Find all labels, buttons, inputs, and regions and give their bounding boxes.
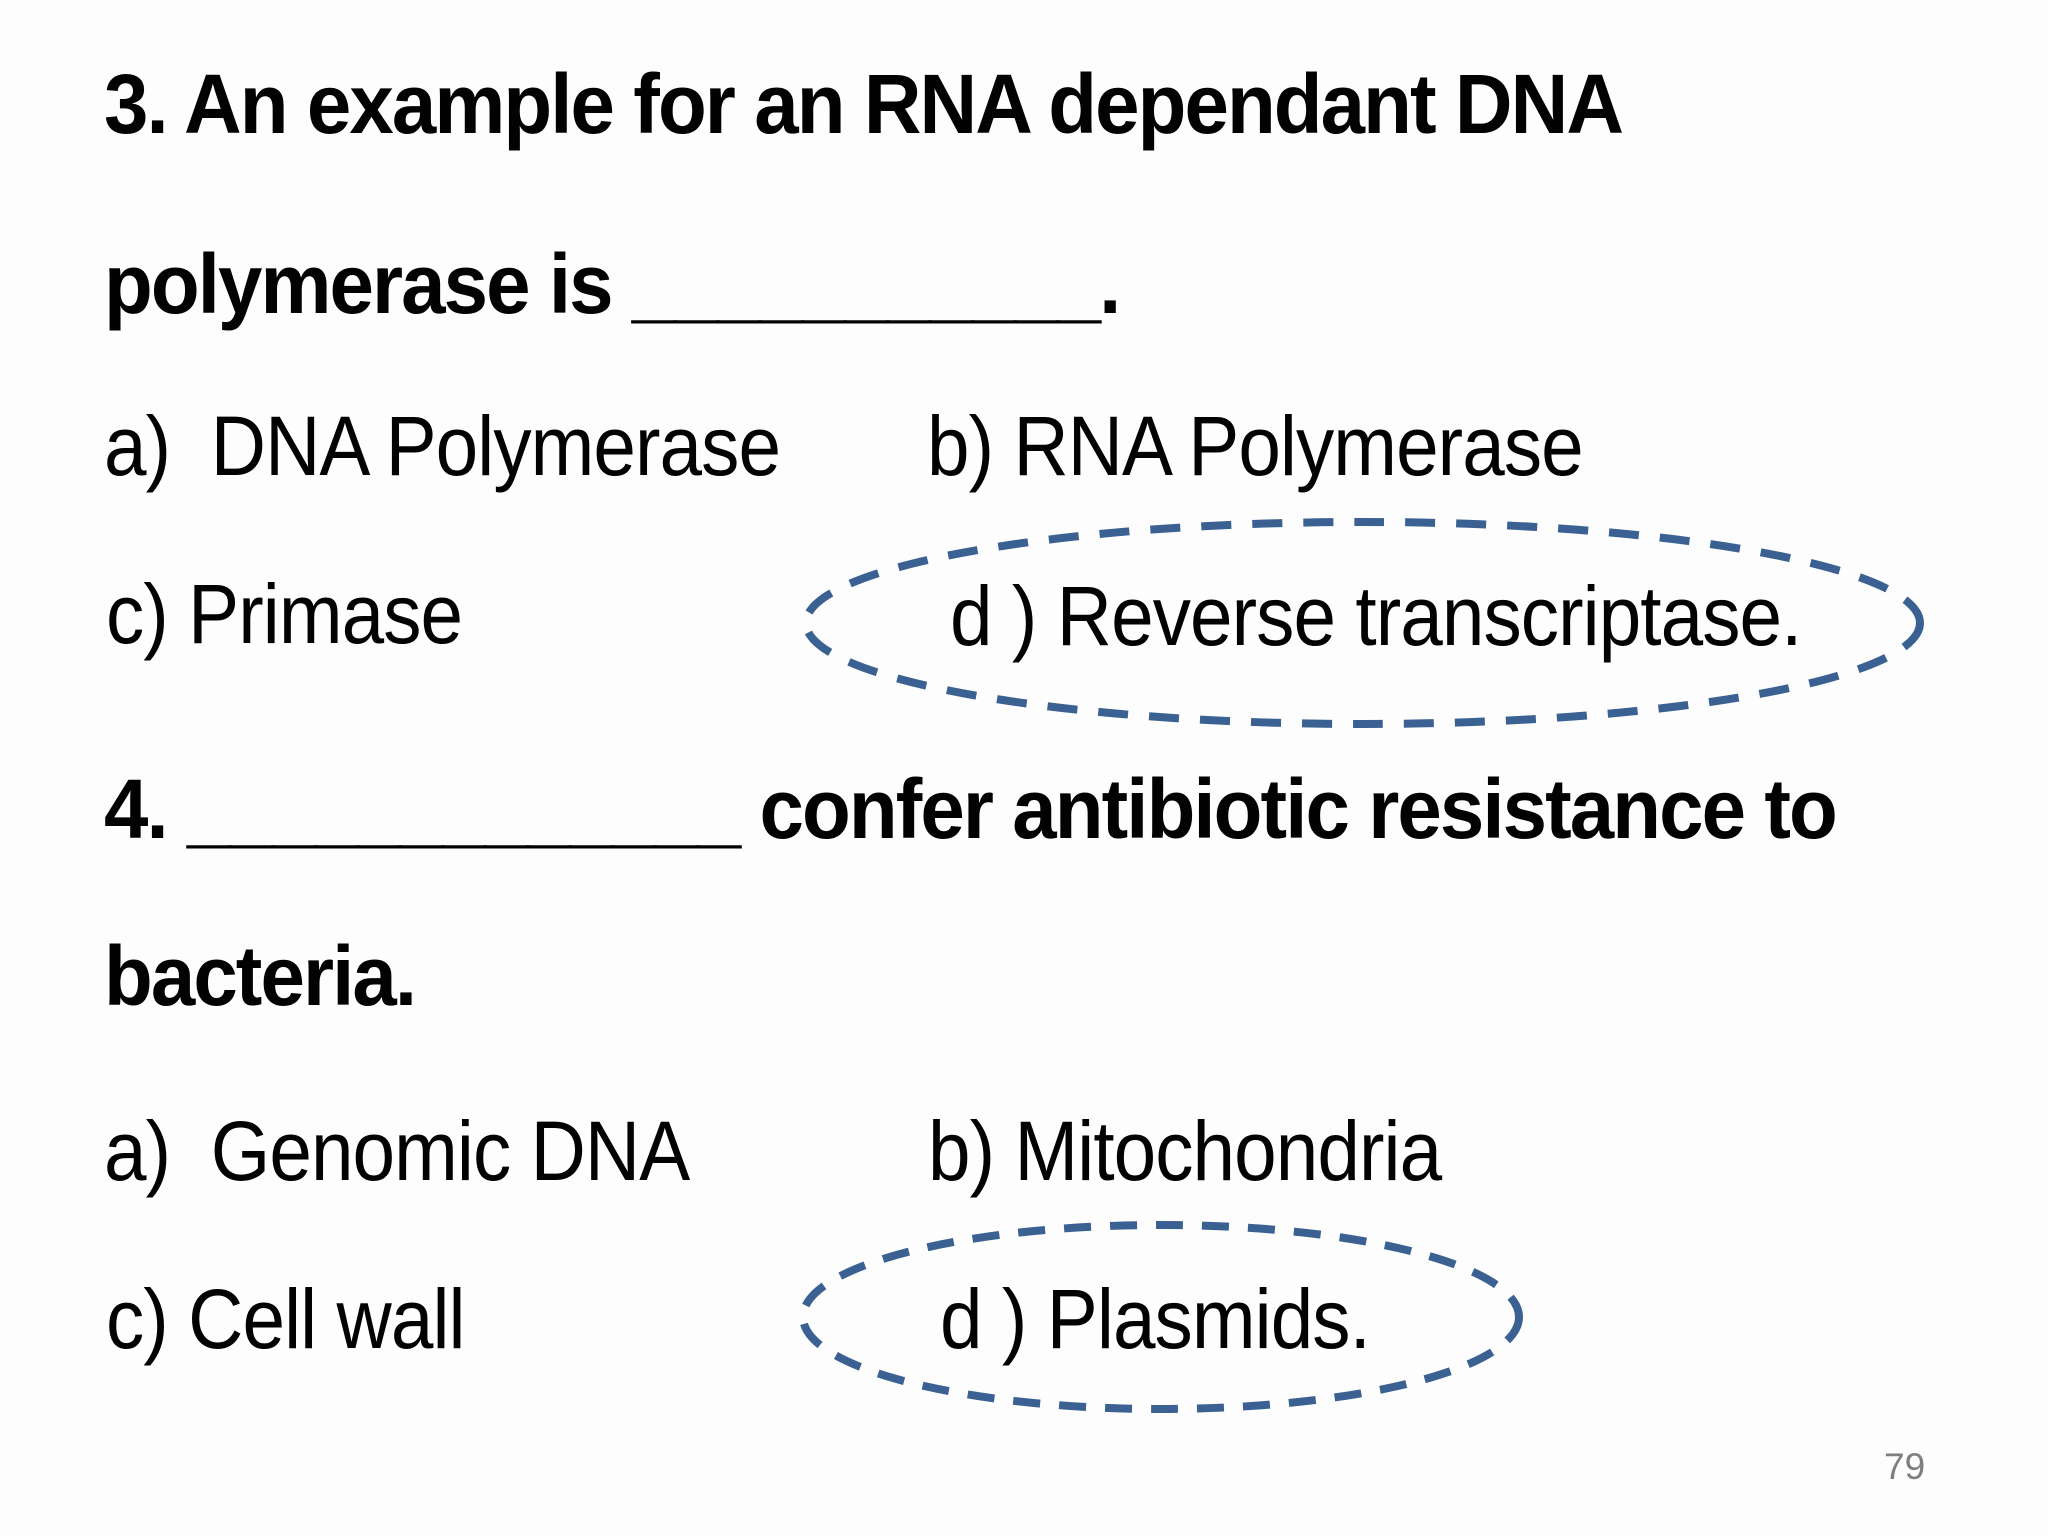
question-4-title-line-1: 4. _____________ confer antibiotic resis… <box>104 762 1838 856</box>
question-4-option-d: d ) Plasmids. <box>940 1272 1371 1366</box>
question-3-title-line-2: polymerase is ___________. <box>104 237 1121 331</box>
question-4-title-line-2: bacteria. <box>104 929 417 1023</box>
question-3-option-b: b) RNA Polymerase <box>927 399 1584 493</box>
question-4-option-a: a) Genomic DNA <box>104 1104 690 1198</box>
question-3-option-c: c) Primase <box>106 567 463 661</box>
question-3-title-line-1: 3. An example for an RNA dependant DNA <box>104 57 1624 151</box>
page-number: 79 <box>1884 1446 1926 1487</box>
question-4-option-c: c) Cell wall <box>106 1272 466 1366</box>
question-3-option-d: d ) Reverse transcriptase. <box>950 569 1802 663</box>
question-3-option-a: a) DNA Polymerase <box>104 399 781 493</box>
question-4-option-b: b) Mitochondria <box>928 1104 1442 1198</box>
